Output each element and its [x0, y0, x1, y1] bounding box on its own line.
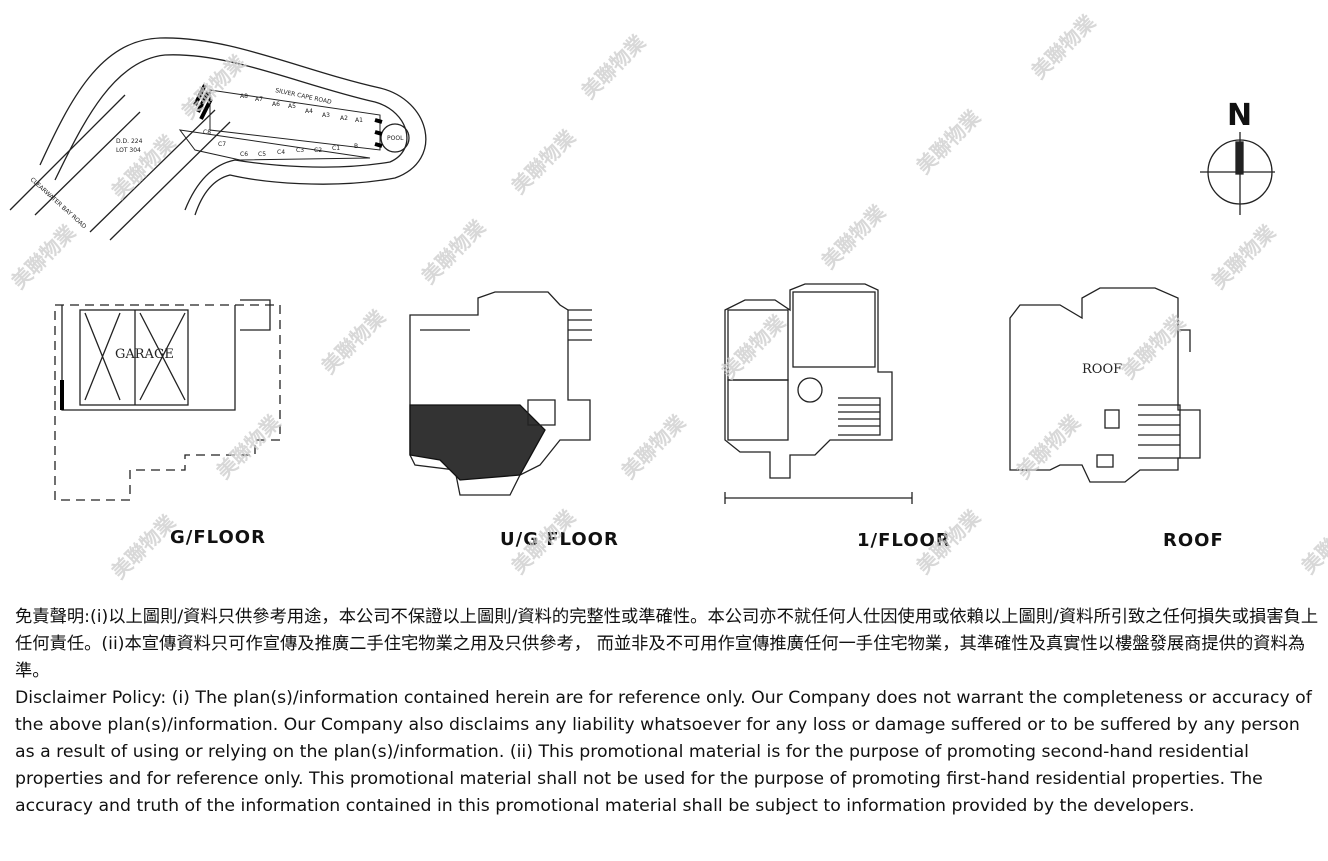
unit-label: C3 [296, 147, 304, 154]
unit-label: A5 [288, 103, 296, 110]
gfloor-label: G/FLOOR [170, 527, 266, 548]
watermark-logo: 美聯物業 [1297, 504, 1328, 578]
unit-label: C4 [277, 149, 285, 156]
watermark-logo: 美聯物業 [1207, 219, 1281, 293]
watermark-logo: 美聯物業 [817, 199, 891, 273]
unit-label: C2 [314, 147, 322, 154]
watermark-logo: 美聯物業 [212, 409, 286, 483]
unit-label: C7 [218, 141, 226, 148]
site-lot-line2: LOT 304 [116, 147, 141, 154]
watermark-logo: 美聯物業 [507, 124, 581, 198]
unit-label: A8 [240, 93, 248, 100]
unit-label: A3 [322, 112, 330, 119]
site-road-left-label: CLEARWATER BAY ROAD [29, 176, 88, 230]
roof-room-label: ROOF [1082, 362, 1122, 377]
gfloor-plan [54, 299, 281, 501]
unit-label: B [354, 143, 358, 150]
watermark-logo: 美聯物業 [317, 304, 391, 378]
unit-label: A1 [355, 117, 363, 124]
watermark-logo: 美聯物業 [1012, 409, 1086, 483]
watermark-logo: 美聯物業 [417, 214, 491, 288]
watermark-layer: 美聯物業 美聯物業 美聯物業 美聯物業 美聯物業 美聯物業 美聯物業 美聯物業 … [7, 9, 1328, 583]
north-compass-icon [1200, 132, 1275, 215]
unit-label: C6 [240, 151, 248, 158]
watermark-logo: 美聯物業 [7, 219, 81, 293]
watermark-logo: 美聯物業 [912, 104, 986, 178]
unit-label: C5 [258, 151, 266, 158]
site-road-top-label: SILVER CAPE ROAD [275, 87, 333, 106]
watermark-logo: 美聯物業 [617, 409, 691, 483]
floor-plan-drawing: SILVER CAPE ROAD CLEARWATER BAY ROAD D.D… [7, 9, 1328, 583]
disclaimer-block: 免責聲明:(i)以上圖則/資料只供參考用途，本公司不保證以上圖則/資料的完整性或… [15, 604, 1320, 820]
watermark-logo: 美聯物業 [1027, 9, 1101, 83]
first-floor-label: 1/FLOOR [857, 530, 951, 551]
gfloor-room-label: GARAGE [115, 347, 174, 362]
site-plan [9, 37, 427, 241]
site-lot-line1: D.D. 224 [116, 138, 143, 145]
roof-label: ROOF [1163, 530, 1224, 551]
roof-plan [1009, 287, 1201, 483]
unit-label: A7 [255, 96, 263, 103]
watermark-logo: 美聯物業 [1117, 309, 1191, 383]
ugfloor-plan [409, 291, 592, 496]
unit-label: C8 [203, 129, 211, 136]
site-pool-label: POOL [387, 135, 404, 142]
disclaimer-english: Disclaimer Policy: (i) The plan(s)/infor… [15, 688, 1312, 816]
disclaimer-chinese: 免責聲明:(i)以上圖則/資料只供參考用途，本公司不保證以上圖則/資料的完整性或… [15, 607, 1319, 681]
compass-north-label: N [1227, 98, 1252, 133]
site-unit-labels: A8 A7 A6 A5 A4 A3 A2 A1 C8 C7 C6 C5 C4 C… [203, 93, 363, 158]
unit-label: A6 [272, 101, 280, 108]
watermark-logo: 美聯物業 [577, 29, 651, 103]
ugfloor-label: U/G FLOOR [500, 529, 619, 550]
unit-label: A2 [340, 115, 348, 122]
unit-label: C1 [332, 145, 340, 152]
unit-label: A4 [305, 108, 313, 115]
first-floor-plan [724, 283, 913, 504]
watermark-logo: 美聯物業 [177, 49, 251, 123]
